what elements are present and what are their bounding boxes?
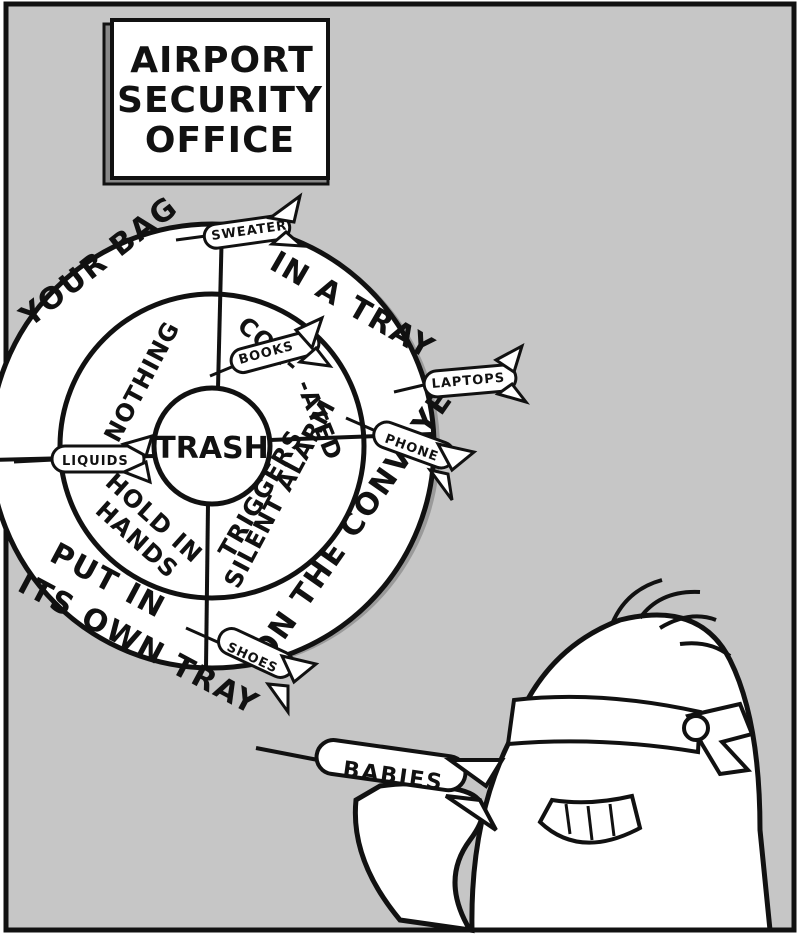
label-trash: TRASH	[155, 431, 269, 466]
dart-liquids: LIQUIDS	[13, 433, 155, 485]
dartboard-bullseye	[151, 385, 273, 507]
dart-sweater: SWEATER	[175, 192, 307, 250]
dart-laptops: LAPTOPS	[393, 342, 531, 405]
airport-security-sign: AIRPORT SECURITY OFFICE	[102, 18, 330, 186]
sign-line-1: AIRPORT	[130, 40, 314, 81]
sign-line-3: OFFICE	[145, 120, 295, 161]
sign-line-2: SECURITY	[117, 80, 323, 121]
dart-laptops-label: LAPTOPS	[431, 371, 506, 392]
dartboard: YOUR BAG IN A TRAY ON THE CONVEYER PUT I…	[0, 189, 475, 723]
blindfolded-character	[352, 578, 773, 934]
dart-liquids-label: LIQUIDS	[62, 454, 129, 469]
